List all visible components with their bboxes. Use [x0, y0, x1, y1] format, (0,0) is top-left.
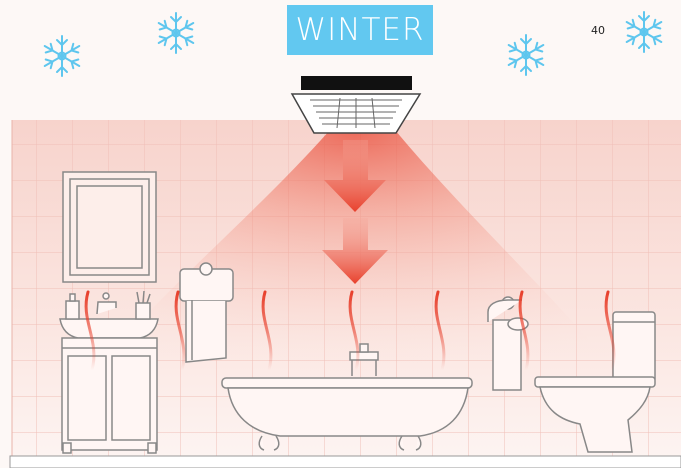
heat-waves: [84, 290, 616, 372]
ceiling-heater-icon: [290, 76, 422, 134]
heat-wave-icon: [518, 290, 530, 372]
mirror: [62, 171, 157, 283]
season-title: WINTER: [295, 12, 425, 48]
snowflake-icon: [507, 34, 545, 76]
snowflake-icon: [625, 11, 663, 53]
page-number: 40: [591, 24, 605, 37]
heat-wave-icon: [174, 290, 186, 372]
heat-wave-icon: [261, 290, 273, 372]
heat-wave-icon: [434, 290, 446, 372]
toilet: [534, 311, 656, 453]
season-banner: WINTER: [287, 5, 433, 55]
floor-line: [9, 455, 681, 468]
heat-wave-icon: [348, 290, 360, 372]
towel-ring: [179, 262, 234, 363]
snowflake-icon: [43, 35, 81, 77]
heat-wave-icon: [604, 290, 616, 372]
heat-arrow-icon: [322, 218, 388, 284]
heat-arrow-icon: [324, 140, 386, 212]
heat-wave-icon: [84, 290, 96, 372]
sink-cabinet: [59, 290, 159, 454]
snowflake-icon: [157, 12, 195, 54]
bathtub: [221, 343, 473, 451]
